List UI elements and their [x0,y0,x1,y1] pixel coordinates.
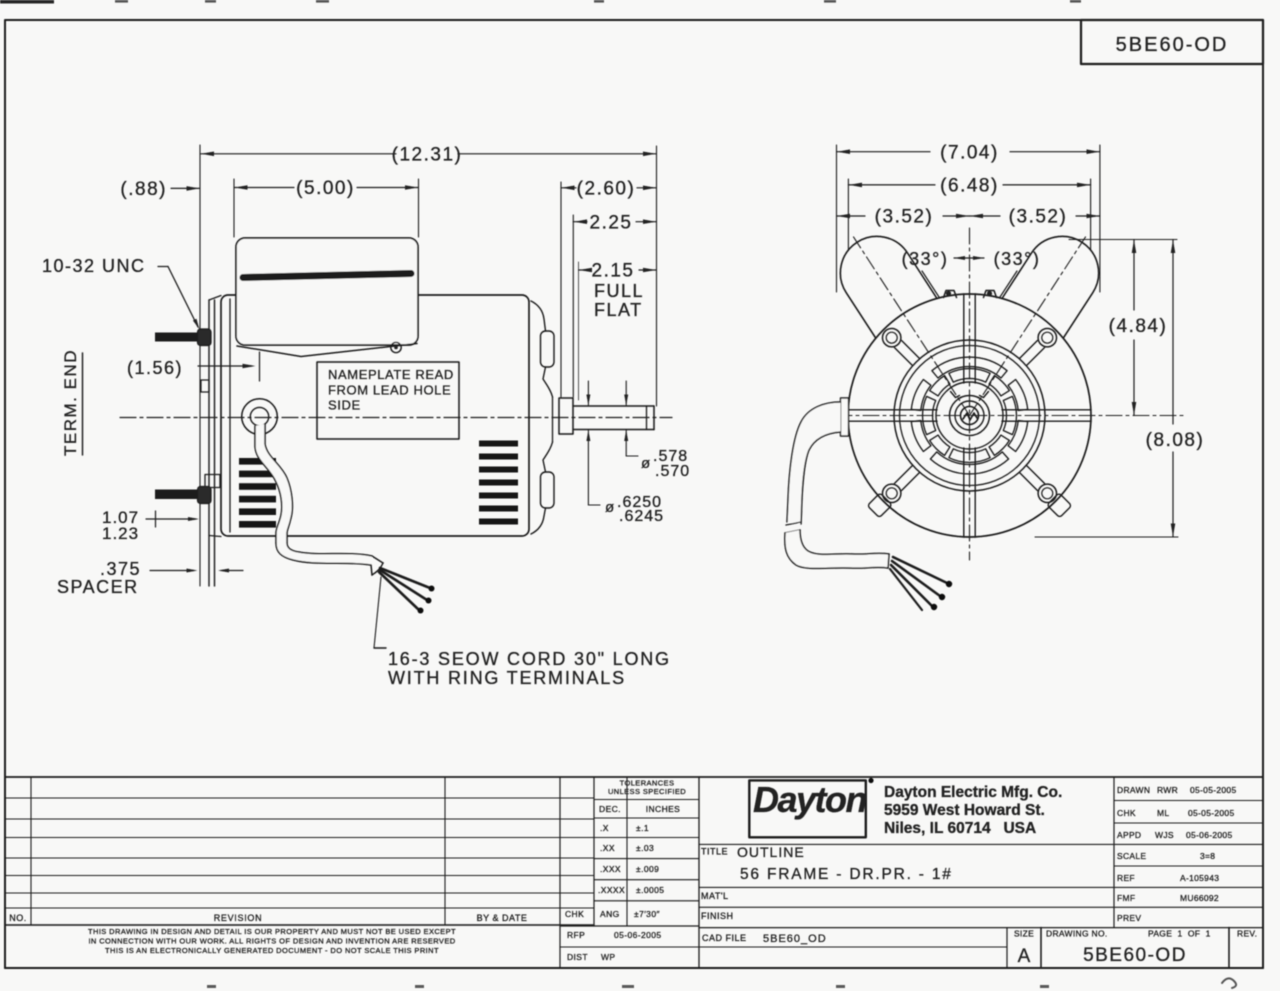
svg-text:TOLERANCES: TOLERANCES [620,779,675,788]
svg-text:16-3 SEOW CORD 30" LONG: 16-3 SEOW CORD 30" LONG [388,649,671,669]
svg-text:RFP: RFP [567,930,585,940]
svg-text:CHK: CHK [1117,808,1136,818]
svg-text:2.15: 2.15 [592,261,635,282]
svg-text:(1.56): (1.56) [127,358,183,378]
svg-text:Dayton Electric Mfg. Co.: Dayton Electric Mfg. Co. [884,784,1062,801]
svg-text:PREV: PREV [1117,913,1141,923]
svg-text:1.23: 1.23 [102,524,139,543]
svg-text:SIDE: SIDE [328,398,361,413]
svg-text:3=8: 3=8 [1200,851,1215,861]
svg-text:THIS DRAWING IN DESIGN AND DET: THIS DRAWING IN DESIGN AND DETAIL IS OUR… [88,927,456,936]
svg-text:MAT'L: MAT'L [701,891,729,901]
svg-text:(33°): (33°) [994,249,1041,269]
svg-text:(12.31): (12.31) [392,145,463,166]
svg-text:FLAT: FLAT [594,300,643,320]
svg-text:±.1: ±.1 [636,823,649,833]
svg-text:IN CONNECTION WITH OUR WORK. A: IN CONNECTION WITH OUR WORK. ALL RIGHTS … [88,937,455,946]
svg-text:05-05-2005: 05-05-2005 [1188,808,1234,818]
svg-text:CAD FILE: CAD FILE [702,933,747,943]
svg-text:.XXX: .XXX [600,864,621,874]
svg-text:WP: WP [601,952,616,962]
svg-text:DIST: DIST [567,952,588,962]
svg-text:.6245: .6245 [619,508,664,525]
svg-text:±.0005: ±.0005 [636,885,664,895]
svg-text:NO.: NO. [9,913,27,923]
svg-text:(8.08): (8.08) [1146,430,1205,451]
svg-text:PAGE 1 OF 1: PAGE 1 OF 1 [1148,929,1211,939]
svg-text:INCHES: INCHES [646,804,681,814]
svg-text:SPACER: SPACER [57,577,139,597]
svg-text:.XX: .XX [600,843,615,853]
svg-text:(4.84): (4.84) [1109,316,1168,337]
svg-text:.375: .375 [100,559,141,579]
svg-text:(33°): (33°) [902,249,949,269]
svg-text:ML: ML [1157,808,1169,818]
svg-text:1.07: 1.07 [102,508,139,527]
svg-text:SIZE: SIZE [1014,929,1034,939]
svg-text:±7′30″: ±7′30″ [634,909,660,919]
svg-text:DEC.: DEC. [599,804,621,814]
svg-text:ø: ø [641,455,650,472]
svg-text:5BE60-OD: 5BE60-OD [1116,34,1229,56]
svg-text:(6.48): (6.48) [940,176,999,197]
svg-text:Dayton: Dayton [753,779,867,820]
svg-text:WITH RING TERMINALS: WITH RING TERMINALS [388,668,626,688]
svg-text:(3.52): (3.52) [1009,207,1068,228]
svg-text:DRAWN: DRAWN [1117,785,1150,795]
svg-text:(2.60): (2.60) [577,178,636,199]
svg-text:THIS IS AN ELECTRONICALLY GENE: THIS IS AN ELECTRONICALLY GENERATED DOCU… [105,946,439,955]
svg-text:2.25: 2.25 [590,212,633,233]
svg-text:Niles, IL 60714 USA: Niles, IL 60714 USA [884,820,1036,837]
svg-text:FROM LEAD HOLE: FROM LEAD HOLE [328,383,451,398]
svg-text:REF: REF [1117,873,1135,883]
svg-text:A-105943: A-105943 [1180,873,1219,883]
svg-text:BY & DATE: BY & DATE [477,913,528,923]
svg-text:CHK: CHK [565,909,584,919]
svg-text:ø: ø [605,499,614,516]
svg-text:REV.: REV. [1237,929,1257,939]
svg-text:OUTLINE: OUTLINE [737,844,805,860]
svg-text:NAMEPLATE READ: NAMEPLATE READ [328,367,454,382]
svg-text:SCALE: SCALE [1117,851,1146,861]
svg-text:56 FRAME - DR.PR. - 1#: 56 FRAME - DR.PR. - 1# [740,866,953,883]
svg-text:A: A [1018,946,1031,967]
svg-text:05-06-2005: 05-06-2005 [614,930,661,940]
svg-text:REVISION: REVISION [214,913,263,923]
svg-text:TITLE: TITLE [701,847,728,857]
svg-text:05-06-2005: 05-06-2005 [1186,830,1232,840]
svg-text:MU66092: MU66092 [1180,893,1219,903]
svg-text:FMF: FMF [1117,893,1135,903]
svg-text:±.03: ±.03 [636,843,654,853]
svg-text:05-05-2005: 05-05-2005 [1190,785,1236,795]
svg-text:10-32 UNC: 10-32 UNC [42,256,146,276]
svg-text:(.88): (.88) [120,179,167,200]
svg-text:(5.00): (5.00) [296,178,355,199]
svg-text:ANG: ANG [600,909,620,919]
svg-text:(7.04): (7.04) [940,142,999,163]
svg-text:5959 West Howard St.: 5959 West Howard St. [884,802,1045,819]
svg-text:RWR: RWR [1157,785,1178,795]
svg-text:.578: .578 [653,448,688,465]
svg-text:FINISH: FINISH [701,911,734,921]
svg-text:TERM. END: TERM. END [61,349,80,456]
svg-text:.XXXX: .XXXX [598,885,625,895]
svg-text:.X: .X [600,823,609,833]
svg-text:±.009: ±.009 [636,864,659,874]
svg-text:5BE60-OD: 5BE60-OD [1083,945,1187,966]
svg-text:APPD: APPD [1117,830,1141,840]
svg-text:FULL: FULL [594,281,644,301]
svg-text:WJS: WJS [1155,830,1174,840]
svg-text:.6250: .6250 [617,494,662,511]
svg-text:DRAWING NO.: DRAWING NO. [1046,929,1108,939]
svg-text:(3.52): (3.52) [875,207,934,228]
svg-text:UNLESS SPECIFIED: UNLESS SPECIFIED [608,787,686,796]
svg-text:.570: .570 [655,463,690,480]
svg-text:5BE60_OD: 5BE60_OD [763,933,827,945]
